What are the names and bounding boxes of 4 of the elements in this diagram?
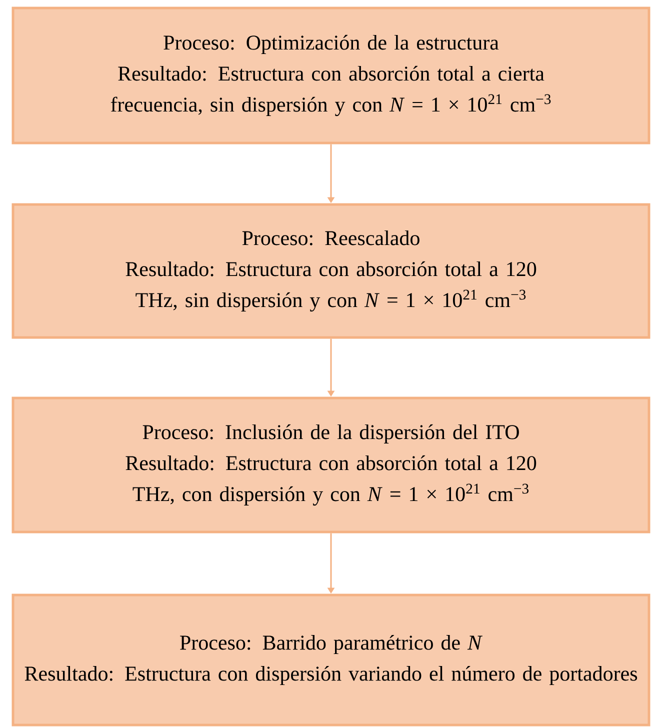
process-box: Proceso: Optimización de la estructura Resultado: Estructura con absorción total a cierta frecuencia, sin dispersión y con N = 1 × 10$^{21}$ cm$^{−3}$ xyxy=(12,6,650,144)
process-box: Proceso: Inclusión de la dispersión del ITO Resultado: Estructura con absorción total a 120 THz, con dispersión y con N = 1 × 10$^{21}$ cm$^{−3}$ xyxy=(12,396,650,534)
process-box: Proceso: Reescalado Resultado: Estructura con absorción total a 120 THz, sin dispersión y con N = 1 × 10$^{21}$ cm$^{−3}$ xyxy=(12,203,650,339)
process-box: Proceso: Barrido paramétrico de N Resultado: Estructura con dispersión variando el número de portadores xyxy=(12,594,650,726)
